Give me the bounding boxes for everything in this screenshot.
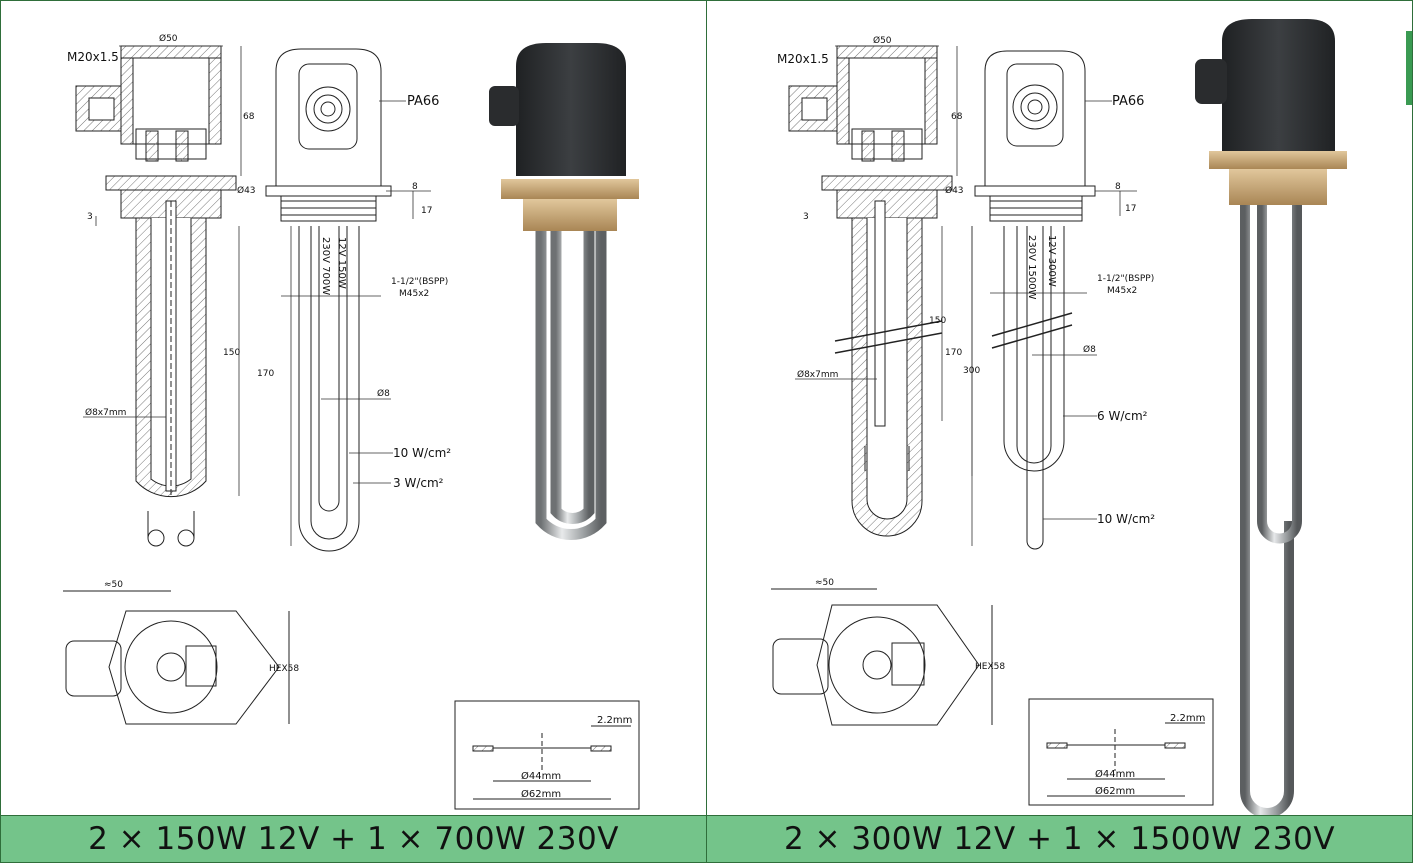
label-gasket-outer: Ø62mm <box>1095 785 1135 797</box>
label-thread-bspp: 1-1/2"(BSPP) <box>1097 274 1154 284</box>
label-dim-150: 150 <box>929 316 946 326</box>
gasket-detail <box>1028 698 1214 806</box>
label-element-230: 230V 700W <box>320 237 331 295</box>
section-view <box>788 45 953 537</box>
panel-left: M20x1.5 Ø50 68 Ø43 3 150 170 Ø8x7mm <box>0 0 707 863</box>
label-dia-top: Ø50 <box>873 35 892 46</box>
drawing-right: M20x1.5 Ø50 68 Ø43 3 150 170 300 Ø8x7mm <box>771 19 1347 818</box>
label-gasket-thk: 2.2mm <box>597 715 632 726</box>
label-hex: HEX58 <box>975 662 1005 672</box>
label-gasket-inner: Ø44mm <box>1095 768 1135 780</box>
label-dia-8: Ø8 <box>377 388 390 399</box>
top-view <box>63 590 290 725</box>
label-dim-17: 17 <box>1125 204 1136 214</box>
label-approx-50: ≈50 <box>104 580 123 590</box>
label-thread-bspp: 1-1/2"(BSPP) <box>391 277 448 287</box>
product-photo <box>1195 19 1347 818</box>
label-dim-170: 170 <box>257 369 274 379</box>
label-dim-3: 3 <box>87 212 93 222</box>
label-thread-metric: M45x2 <box>399 289 429 299</box>
label-dia-43: Ø43 <box>237 185 256 196</box>
label-dim-8: 8 <box>412 182 418 192</box>
label-thread-m: M20x1.5 <box>67 50 119 64</box>
label-dim-3: 3 <box>803 212 809 222</box>
label-load-a: 10 W/cm² <box>393 446 451 460</box>
section-dimensions <box>83 45 292 546</box>
label-dim-300: 300 <box>963 366 980 376</box>
label-thread-m: M20x1.5 <box>777 52 829 66</box>
label-dim-68: 68 <box>951 112 963 122</box>
label-hex: HEX58 <box>269 664 299 674</box>
edge-tab <box>1406 31 1412 105</box>
front-view <box>265 48 392 552</box>
label-load-b: 10 W/cm² <box>1097 512 1155 526</box>
caption-left: 2 × 150W 12V + 1 × 700W 230V <box>1 815 706 862</box>
drawing-left: M20x1.5 Ø50 68 Ø43 3 150 170 Ø8x7mm <box>63 33 640 810</box>
label-dim-17: 17 <box>421 206 432 216</box>
section-view <box>75 45 237 547</box>
label-dia-43: Ø43 <box>945 185 964 196</box>
label-dim-68: 68 <box>243 112 255 122</box>
label-element-12: 12V 300W <box>1046 235 1057 287</box>
product-photo <box>489 43 639 540</box>
label-dia-8: Ø8 <box>1083 344 1096 355</box>
label-load-a: 6 W/cm² <box>1097 409 1148 423</box>
label-dim-150: 150 <box>223 348 240 358</box>
label-gasket-thk: 2.2mm <box>1170 713 1205 724</box>
label-dia-8x7: Ø8x7mm <box>797 369 838 380</box>
label-approx-50: ≈50 <box>815 578 834 588</box>
panel-right: M20x1.5 Ø50 68 Ø43 3 150 170 300 Ø8x7mm <box>706 0 1413 863</box>
label-gasket-inner: Ø44mm <box>521 770 561 782</box>
label-gasket-outer: Ø62mm <box>521 788 561 800</box>
caption-right: 2 × 300W 12V + 1 × 1500W 230V <box>707 815 1412 862</box>
label-dia-8x7: Ø8x7mm <box>85 407 126 418</box>
top-view <box>771 588 993 726</box>
front-view <box>974 50 1096 550</box>
label-element-12: 12V 150W <box>336 237 347 289</box>
label-dia-top: Ø50 <box>159 33 178 44</box>
label-material: PA66 <box>407 94 439 109</box>
label-dim-8: 8 <box>1115 182 1121 192</box>
label-thread-metric: M45x2 <box>1107 286 1137 296</box>
label-element-230: 230V 1500W <box>1026 235 1037 300</box>
label-material: PA66 <box>1112 94 1144 109</box>
label-dim-170: 170 <box>945 348 962 358</box>
gasket-detail <box>454 700 640 810</box>
label-load-b: 3 W/cm² <box>393 476 444 490</box>
